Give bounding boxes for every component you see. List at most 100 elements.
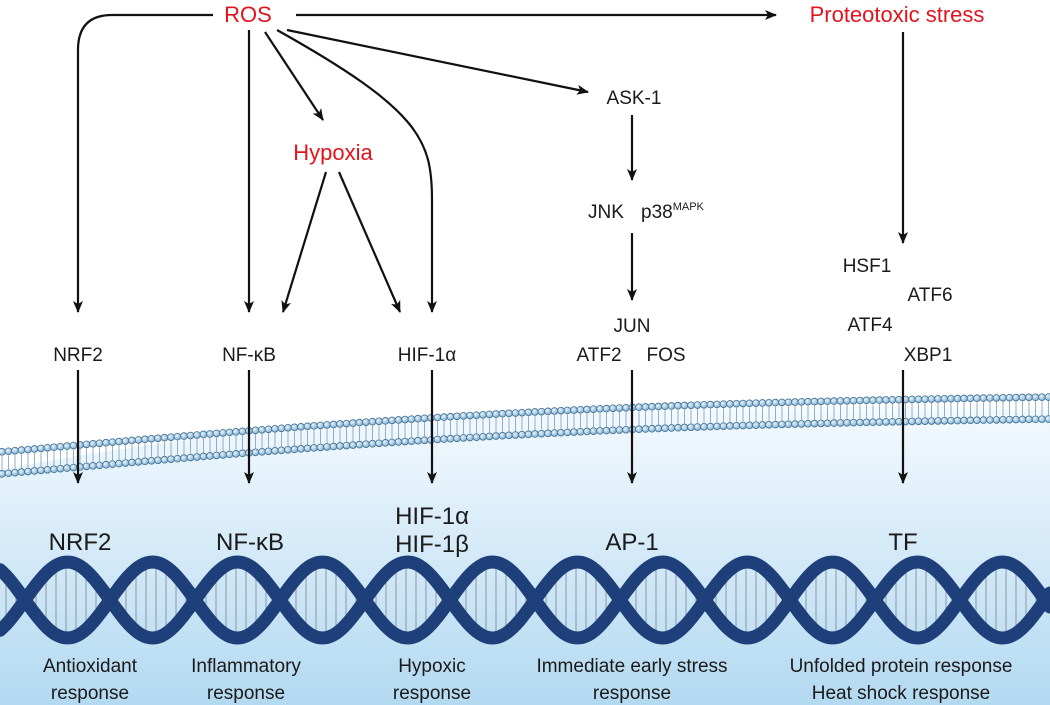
- membrane-bead: [836, 419, 845, 427]
- membrane-bead: [804, 397, 812, 406]
- membrane-bead: [602, 404, 611, 413]
- membrane-bead: [784, 420, 793, 429]
- membrane-bead: [700, 401, 708, 409]
- membrane-bead: [277, 424, 286, 433]
- membrane-bead: [121, 437, 130, 445]
- response-hypoxic-line1: Hypoxic: [398, 656, 466, 677]
- membrane-bead: [908, 395, 916, 404]
- membrane-bead: [0, 448, 6, 456]
- membrane-bead: [472, 433, 481, 441]
- membrane-bead: [30, 467, 39, 475]
- membrane-bead: [232, 428, 240, 436]
- membrane-bead: [557, 406, 565, 415]
- membrane-bead: [550, 429, 559, 437]
- membrane-bead: [940, 417, 949, 425]
- membrane-bead: [622, 425, 630, 434]
- dna-double-helix: [0, 555, 1050, 645]
- membrane-bead: [934, 417, 942, 425]
- arrow-ros-to-hypoxia: [264, 31, 324, 121]
- membrane-bead: [251, 426, 260, 435]
- membrane-bead: [726, 422, 734, 430]
- membrane-bead: [121, 459, 130, 467]
- membrane-bead: [771, 398, 780, 407]
- membrane-bead: [732, 421, 741, 430]
- membrane-bead: [368, 439, 377, 448]
- membrane-bead: [342, 441, 351, 450]
- membrane-bead: [186, 453, 195, 462]
- label-hsf1: HSF1: [843, 256, 892, 277]
- response-antioxidant-line2: response: [51, 683, 129, 704]
- membrane-bead: [927, 395, 936, 403]
- membrane-bead: [316, 421, 325, 430]
- membrane-bead: [264, 447, 273, 456]
- membrane-bead: [37, 466, 45, 475]
- membrane-bead: [726, 400, 734, 408]
- membrane-bead: [752, 421, 760, 429]
- membrane-bead: [225, 450, 234, 459]
- membrane-bead: [622, 403, 630, 412]
- membrane-bead: [440, 435, 448, 443]
- membrane-bead: [706, 422, 715, 431]
- membrane-bead: [82, 462, 91, 471]
- membrane-bead: [635, 425, 643, 434]
- membrane-bead: [927, 417, 936, 425]
- membrane-bead: [225, 428, 234, 437]
- membrane-bead: [719, 422, 728, 430]
- arrow-ros-to-nrf2: [73, 13, 213, 313]
- response-stress-line1: Immediate early stress: [536, 656, 727, 677]
- membrane-bead: [147, 457, 156, 465]
- membrane-bead: [433, 413, 442, 422]
- membrane-bead: [238, 449, 247, 458]
- label-hif1a: HIF-1α: [398, 345, 457, 366]
- membrane-bead: [355, 440, 364, 449]
- arrow-ros-to-ask1: [286, 28, 589, 95]
- membrane-bead: [810, 419, 819, 428]
- membrane-bead: [713, 400, 721, 409]
- membrane-bead: [498, 431, 507, 440]
- label-nrf2: NRF2: [53, 345, 103, 366]
- membrane-bead: [680, 423, 689, 432]
- membrane-bead: [563, 406, 572, 415]
- membrane-bead: [1044, 393, 1050, 401]
- membrane-bead: [589, 405, 598, 413]
- membrane-bead: [791, 398, 799, 406]
- label-xbp1: XBP1: [904, 345, 953, 366]
- membrane-bead: [589, 427, 598, 435]
- membrane-bead: [856, 396, 864, 405]
- membrane-bead: [1025, 415, 1033, 424]
- membrane-bead: [674, 423, 682, 432]
- membrane-bead: [505, 409, 513, 418]
- membrane-bead: [992, 416, 1001, 424]
- membrane-bead: [713, 422, 721, 431]
- membrane-bead: [830, 397, 838, 405]
- membrane-bead: [37, 444, 45, 453]
- membrane-bead: [206, 430, 214, 438]
- label-fos: FOS: [646, 345, 685, 366]
- membrane-bead: [745, 421, 754, 430]
- membrane-bead: [4, 469, 13, 478]
- membrane-bead: [479, 410, 487, 419]
- membrane-bead: [1031, 415, 1040, 424]
- membrane-bead: [147, 435, 156, 443]
- membrane-bead: [986, 416, 994, 424]
- membrane-bead: [882, 396, 890, 404]
- membrane-bead: [492, 432, 500, 440]
- response-inflammatory-line2: response: [207, 683, 285, 704]
- membrane-bead: [849, 396, 858, 405]
- membrane-bead: [531, 430, 539, 438]
- membrane-bead: [875, 396, 884, 404]
- membrane-bead: [63, 464, 71, 472]
- membrane-bead: [836, 397, 845, 405]
- membrane-bead: [128, 458, 136, 467]
- membrane-bead: [680, 401, 689, 410]
- membrane-bead: [947, 394, 955, 403]
- membrane-bead: [154, 456, 162, 465]
- membrane-bead: [24, 467, 32, 476]
- membrane-bead: [381, 417, 390, 425]
- membrane-bead: [524, 408, 533, 417]
- membrane-bead: [303, 422, 312, 431]
- membrane-bead: [797, 398, 806, 406]
- membrane-bead: [180, 432, 188, 440]
- membrane-bead: [167, 433, 175, 441]
